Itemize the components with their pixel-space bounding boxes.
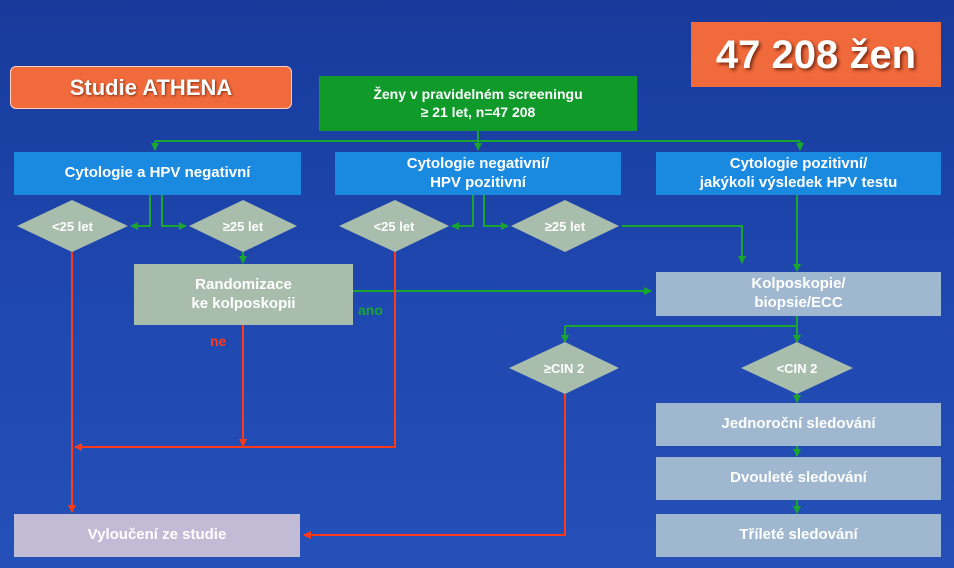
- arrow-negative-over25: [161, 195, 187, 230]
- answer-no-label: ne: [210, 333, 227, 349]
- diamond-cin-high-label: ≥CIN 2: [543, 360, 585, 376]
- diamond-over25-b-label: ≥25 let: [544, 218, 586, 234]
- follow-up-three-year: Tříleté sledování: [656, 514, 941, 557]
- diamond-under25-b: [339, 200, 449, 252]
- colposcopy-split-connector: [565, 316, 798, 327]
- arrow-over25-to-colposcopy: [622, 225, 746, 264]
- arrow-hpv-under25: [451, 195, 474, 230]
- diamond-over25-a-label: ≥25 let: [222, 218, 264, 234]
- diamond-cin-low-label: <CIN 2: [776, 360, 818, 376]
- root-population-box: Ženy v pravidelném screeningu ≥ 21 let, …: [319, 76, 637, 131]
- arrow-hpv-under25-to-exclusion-line: [74, 252, 396, 451]
- follow-up-two-year: Dvouleté sledování: [656, 457, 941, 500]
- colposcopy-box: Kolposkopie/ biopsie/ECC: [656, 272, 941, 316]
- diamond-cin-low: [741, 342, 853, 394]
- diamond-over25-b: [511, 200, 619, 252]
- follow-up-one-year: Jednoroční sledování: [656, 403, 941, 446]
- diamond-over25-a: [189, 200, 297, 252]
- arrow-cin-high-to-exclusion: [303, 394, 566, 539]
- diamond-under25-a: [17, 200, 128, 252]
- arrow-negative-under25: [130, 195, 151, 230]
- diamond-under25-b-label: <25 let: [373, 218, 415, 234]
- diamond-cin-high: [509, 342, 619, 394]
- randomization-box: Randomizace ke kolposkopii: [134, 264, 353, 325]
- diamond-under25-a-label: <25 let: [52, 218, 93, 234]
- group-negative: Cytologie a HPV negativní: [14, 152, 301, 195]
- answer-yes-label: ano: [358, 302, 383, 318]
- group-hpv-positive: Cytologie negativní/ HPV pozitivní: [335, 152, 621, 195]
- participant-count-badge: 47 208 žen: [691, 22, 941, 87]
- root-to-groups-connector: [155, 131, 800, 142]
- study-title: Studie ATHENA: [10, 66, 292, 109]
- group-cyto-positive: Cytologie pozitivní/ jakýkoli výsledek H…: [656, 152, 941, 195]
- exclusion-box: Vyloučení ze studie: [14, 514, 300, 557]
- arrow-hpv-over25: [483, 195, 509, 230]
